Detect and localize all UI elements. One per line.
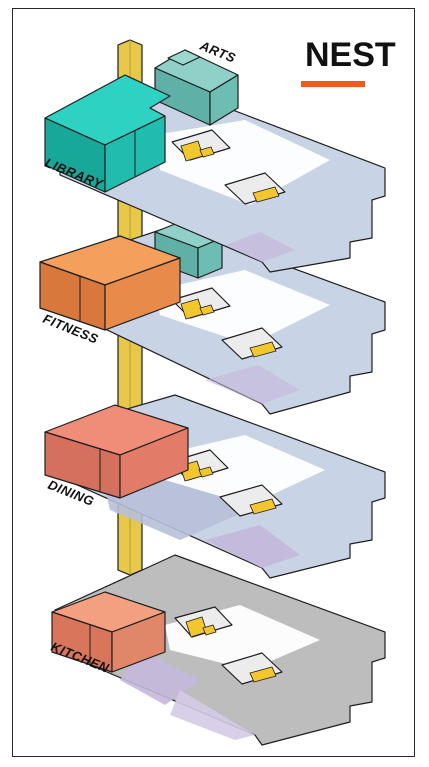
block-library	[44, 74, 171, 193]
block-arts	[154, 49, 239, 126]
block-kitchen	[51, 591, 166, 673]
title: NEST	[305, 36, 396, 74]
block-fitness	[39, 235, 181, 331]
title-underline	[301, 81, 365, 87]
block-dining	[44, 404, 189, 499]
block-fitness-annex	[154, 221, 223, 279]
